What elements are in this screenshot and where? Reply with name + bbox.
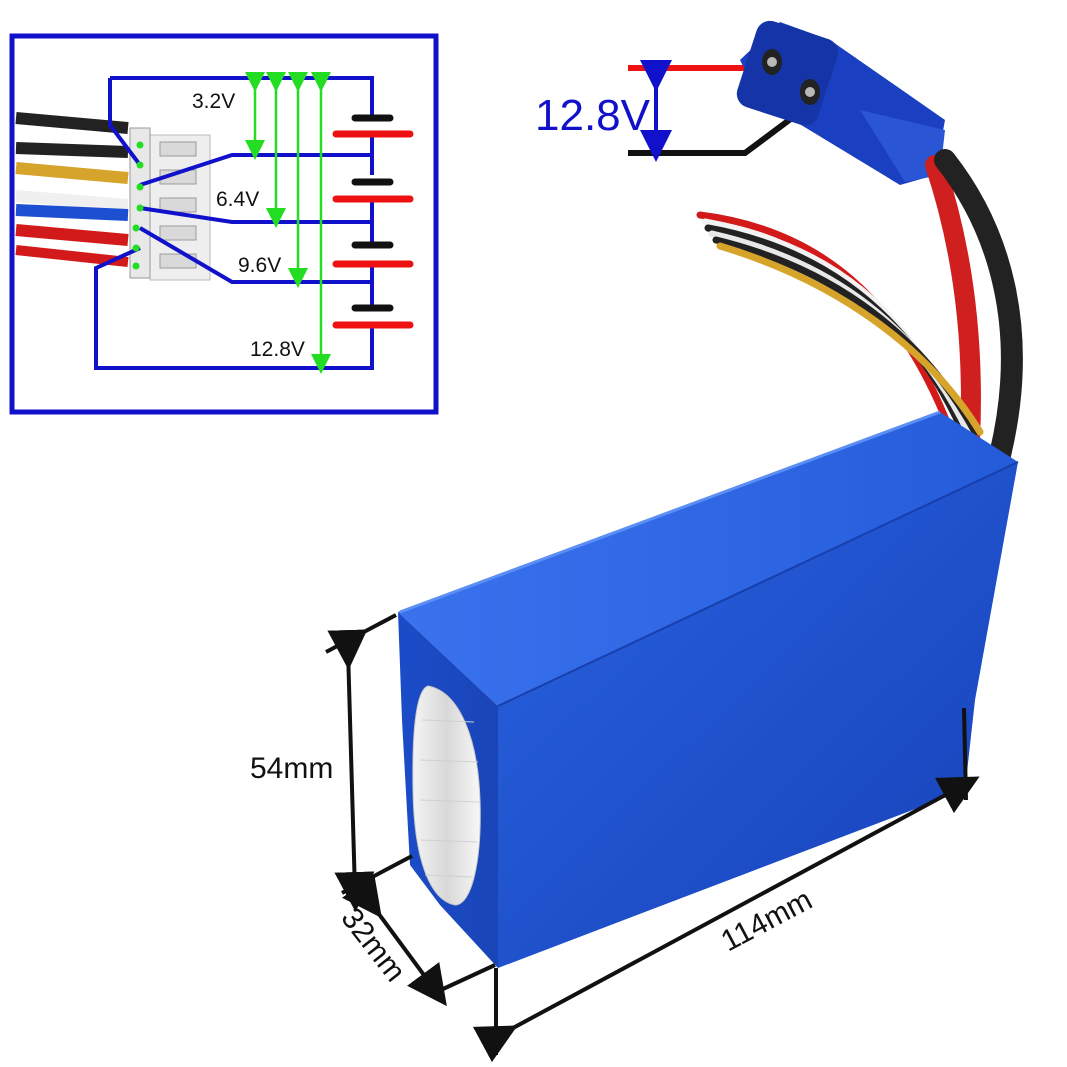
power-cables	[925, 149, 1023, 466]
output-voltage-label: 12.8V	[535, 91, 651, 140]
xt-connector	[736, 20, 945, 185]
length-dimension-label: 114mm	[716, 883, 818, 958]
tap-label-3v2: 3.2V	[192, 90, 235, 113]
battery-pack	[398, 410, 1019, 968]
width-dimension-arrow	[342, 874, 447, 1007]
cell-symbols	[332, 114, 414, 329]
balance-schematic: 3.2V 6.4V 9.6V 12.8V	[9, 33, 439, 415]
height-dimension-arrow	[327, 629, 375, 912]
dimension-lines	[325, 613, 980, 1063]
tap-voltage-arrows	[245, 72, 331, 374]
tap-label-12v8: 12.8V	[250, 338, 305, 361]
pack-top-face	[398, 412, 1018, 706]
length-dimension-arrow	[472, 776, 980, 1063]
balance-lead-cables	[696, 211, 984, 436]
cell-ends	[412, 685, 481, 906]
tap-label-9v6: 9.6V	[238, 254, 281, 277]
height-dimension-label: 54mm	[250, 752, 333, 785]
tap-label-6v4: 6.4V	[216, 188, 259, 211]
